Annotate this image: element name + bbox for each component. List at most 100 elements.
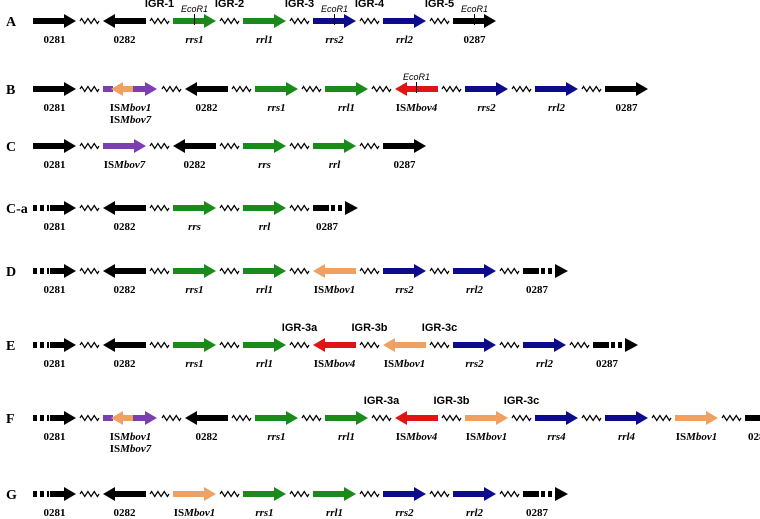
- gene-label: rrs2: [465, 358, 484, 370]
- intergenic-spacer: [79, 17, 100, 25]
- gene-label: ISMbov1: [384, 358, 426, 370]
- intergenic-spacer: [161, 414, 182, 422]
- green-gene-arrow: [255, 411, 298, 425]
- green-gene-arrow: [313, 139, 356, 153]
- truncated-gene-head: [555, 487, 568, 501]
- intergenic-spacer: [289, 17, 310, 25]
- intergenic-spacer: [441, 85, 462, 93]
- green-gene-arrow: [243, 487, 286, 501]
- intergenic-spacer: [429, 17, 450, 25]
- row-label: G: [6, 488, 17, 503]
- intergenic-spacer: [511, 414, 532, 422]
- green-gene-arrow: [313, 487, 356, 501]
- intergenic-spacer: [79, 414, 100, 422]
- gene-label: 0287: [394, 159, 417, 171]
- igr-label: IGR-3a: [282, 322, 318, 334]
- orange-gene-arrow: [313, 264, 356, 278]
- orange-gene-arrow: [675, 411, 718, 425]
- gene-label: 0282: [114, 284, 137, 296]
- intergenic-spacer: [79, 204, 100, 212]
- green-gene-arrow: [173, 338, 216, 352]
- gene-label: rrs1: [255, 507, 273, 519]
- intergenic-spacer: [289, 142, 310, 150]
- gene-label: 0281: [44, 358, 66, 370]
- row-label: C-a: [6, 202, 28, 217]
- black-gene-arrow: [103, 201, 146, 215]
- black-gene-arrow: [185, 82, 228, 96]
- igr-label: IGR-5: [425, 0, 454, 10]
- gene-label: 0282: [196, 102, 219, 114]
- intergenic-spacer: [429, 267, 450, 275]
- gene-label: 0281: [44, 221, 66, 233]
- intergenic-spacer: [581, 414, 602, 422]
- green-gene-arrow: [243, 139, 286, 153]
- black-gene-arrow: [33, 82, 76, 96]
- truncated-gene-arrow: [50, 411, 76, 425]
- navy-gene-arrow: [383, 264, 426, 278]
- truncated-gene-body: [745, 415, 760, 421]
- gene-label: ISMbov4: [396, 102, 438, 114]
- black-gene-arrow: [33, 139, 76, 153]
- intergenic-spacer: [219, 204, 240, 212]
- gene-label: 0281: [44, 34, 66, 46]
- truncated-gene-body: [313, 205, 329, 211]
- gene-label: rrl2: [466, 507, 484, 519]
- row-label: B: [6, 83, 15, 98]
- gene-label: ISMbov1: [174, 507, 216, 519]
- truncated-gene-body: [523, 268, 539, 274]
- gene-label: ISMbov1: [110, 102, 152, 114]
- gene-label: ISMbov4: [314, 358, 356, 370]
- igr-label: IGR-3c: [422, 322, 457, 334]
- intergenic-spacer: [79, 85, 100, 93]
- intergenic-spacer: [721, 414, 742, 422]
- gene-label: rrl: [329, 159, 342, 171]
- gene-label: rrl1: [256, 358, 273, 370]
- truncated-gene-arrow: [50, 487, 76, 501]
- intergenic-spacer: [359, 142, 380, 150]
- intergenic-spacer: [219, 341, 240, 349]
- intergenic-spacer: [499, 341, 520, 349]
- gene-label: ISMbov7: [104, 159, 146, 171]
- intergenic-spacer: [149, 341, 170, 349]
- gene-label: 0287: [596, 358, 619, 370]
- intergenic-spacer: [651, 414, 672, 422]
- intergenic-spacer: [499, 490, 520, 498]
- gene-label: rrl2: [536, 358, 554, 370]
- gene-label: 0287: [316, 221, 339, 233]
- gene-label: rrl2: [396, 34, 414, 46]
- black-gene-arrow: [103, 264, 146, 278]
- gene-label: rrl2: [466, 284, 484, 296]
- row-label: F: [6, 412, 15, 427]
- gene-label: 0287: [616, 102, 639, 114]
- gene-label: rrl1: [256, 34, 273, 46]
- orange-is-arrow: [111, 411, 133, 425]
- igr-label: IGR-3a: [364, 395, 400, 407]
- navy-gene-arrow: [523, 338, 566, 352]
- gene-label: 0282: [184, 159, 207, 171]
- navy-gene-arrow: [453, 338, 496, 352]
- gene-label: rrs2: [395, 507, 414, 519]
- intergenic-spacer: [371, 85, 392, 93]
- gene-label: rrl2: [548, 102, 566, 114]
- black-gene-arrow: [103, 14, 146, 28]
- black-gene-arrow: [173, 139, 216, 153]
- gene-label: 0281: [44, 102, 66, 114]
- gene-label: ISMbov1: [676, 431, 718, 443]
- purple-shaft: [103, 86, 113, 92]
- gene-label: rrs4: [547, 431, 566, 443]
- black-gene-arrow: [605, 82, 648, 96]
- intergenic-spacer: [581, 85, 602, 93]
- red-gene-arrow: [395, 411, 438, 425]
- intergenic-spacer: [149, 267, 170, 275]
- igr-label: IGR-3c: [504, 395, 539, 407]
- green-gene-arrow: [325, 411, 368, 425]
- ecori-label: EcoR1: [461, 4, 488, 14]
- intergenic-spacer: [79, 490, 100, 498]
- intergenic-spacer: [569, 341, 590, 349]
- intergenic-spacer: [359, 341, 380, 349]
- gene-label: 0287: [748, 431, 760, 443]
